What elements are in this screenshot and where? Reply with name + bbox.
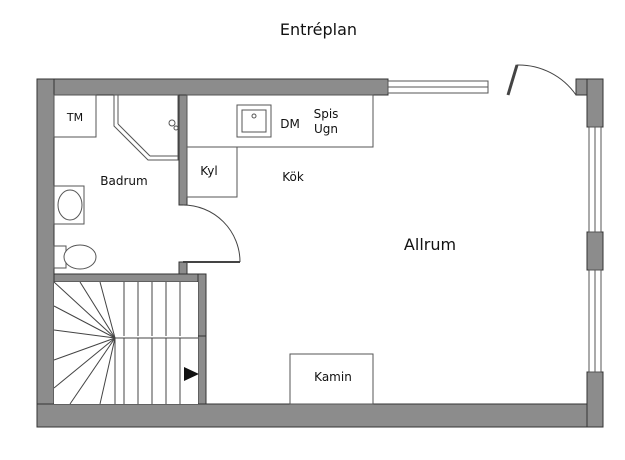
- kitchen-fixtures: [186, 94, 374, 198]
- label-spis: Spis: [314, 107, 339, 121]
- sink: [53, 185, 85, 225]
- entrance-door: [506, 64, 577, 96]
- bathroom-fixtures: [53, 94, 179, 270]
- label-tm: TM: [66, 111, 83, 124]
- shower: [113, 94, 179, 161]
- windows: [387, 80, 602, 373]
- label-allrum: Allrum: [404, 235, 456, 254]
- label-dm: DM: [280, 117, 300, 131]
- label-kamin: Kamin: [314, 370, 352, 384]
- kitchen-sink: [236, 104, 272, 138]
- window-top: [387, 80, 489, 94]
- toilet: [53, 244, 97, 270]
- bathroom-door: [182, 204, 241, 263]
- fridge: [186, 146, 238, 198]
- kitchen-counter: [186, 94, 374, 148]
- fireplace: [289, 353, 374, 405]
- label-badrum: Badrum: [100, 174, 147, 188]
- label-kok: Kök: [282, 170, 304, 184]
- stair-direction-arrow-icon: [184, 367, 199, 381]
- window-right-upper: [588, 126, 602, 233]
- labels: TM DM Spis Ugn Kyl Kök Badrum Allrum Kam…: [66, 107, 456, 384]
- window-right-lower: [588, 269, 602, 373]
- outer-walls: [36, 78, 604, 428]
- staircase: [53, 281, 199, 405]
- shower-head-icon: [168, 119, 176, 127]
- label-kyl: Kyl: [200, 164, 217, 178]
- plan-title: Entréplan: [279, 20, 358, 39]
- label-ugn: Ugn: [314, 122, 338, 136]
- washing-machine: [53, 94, 97, 138]
